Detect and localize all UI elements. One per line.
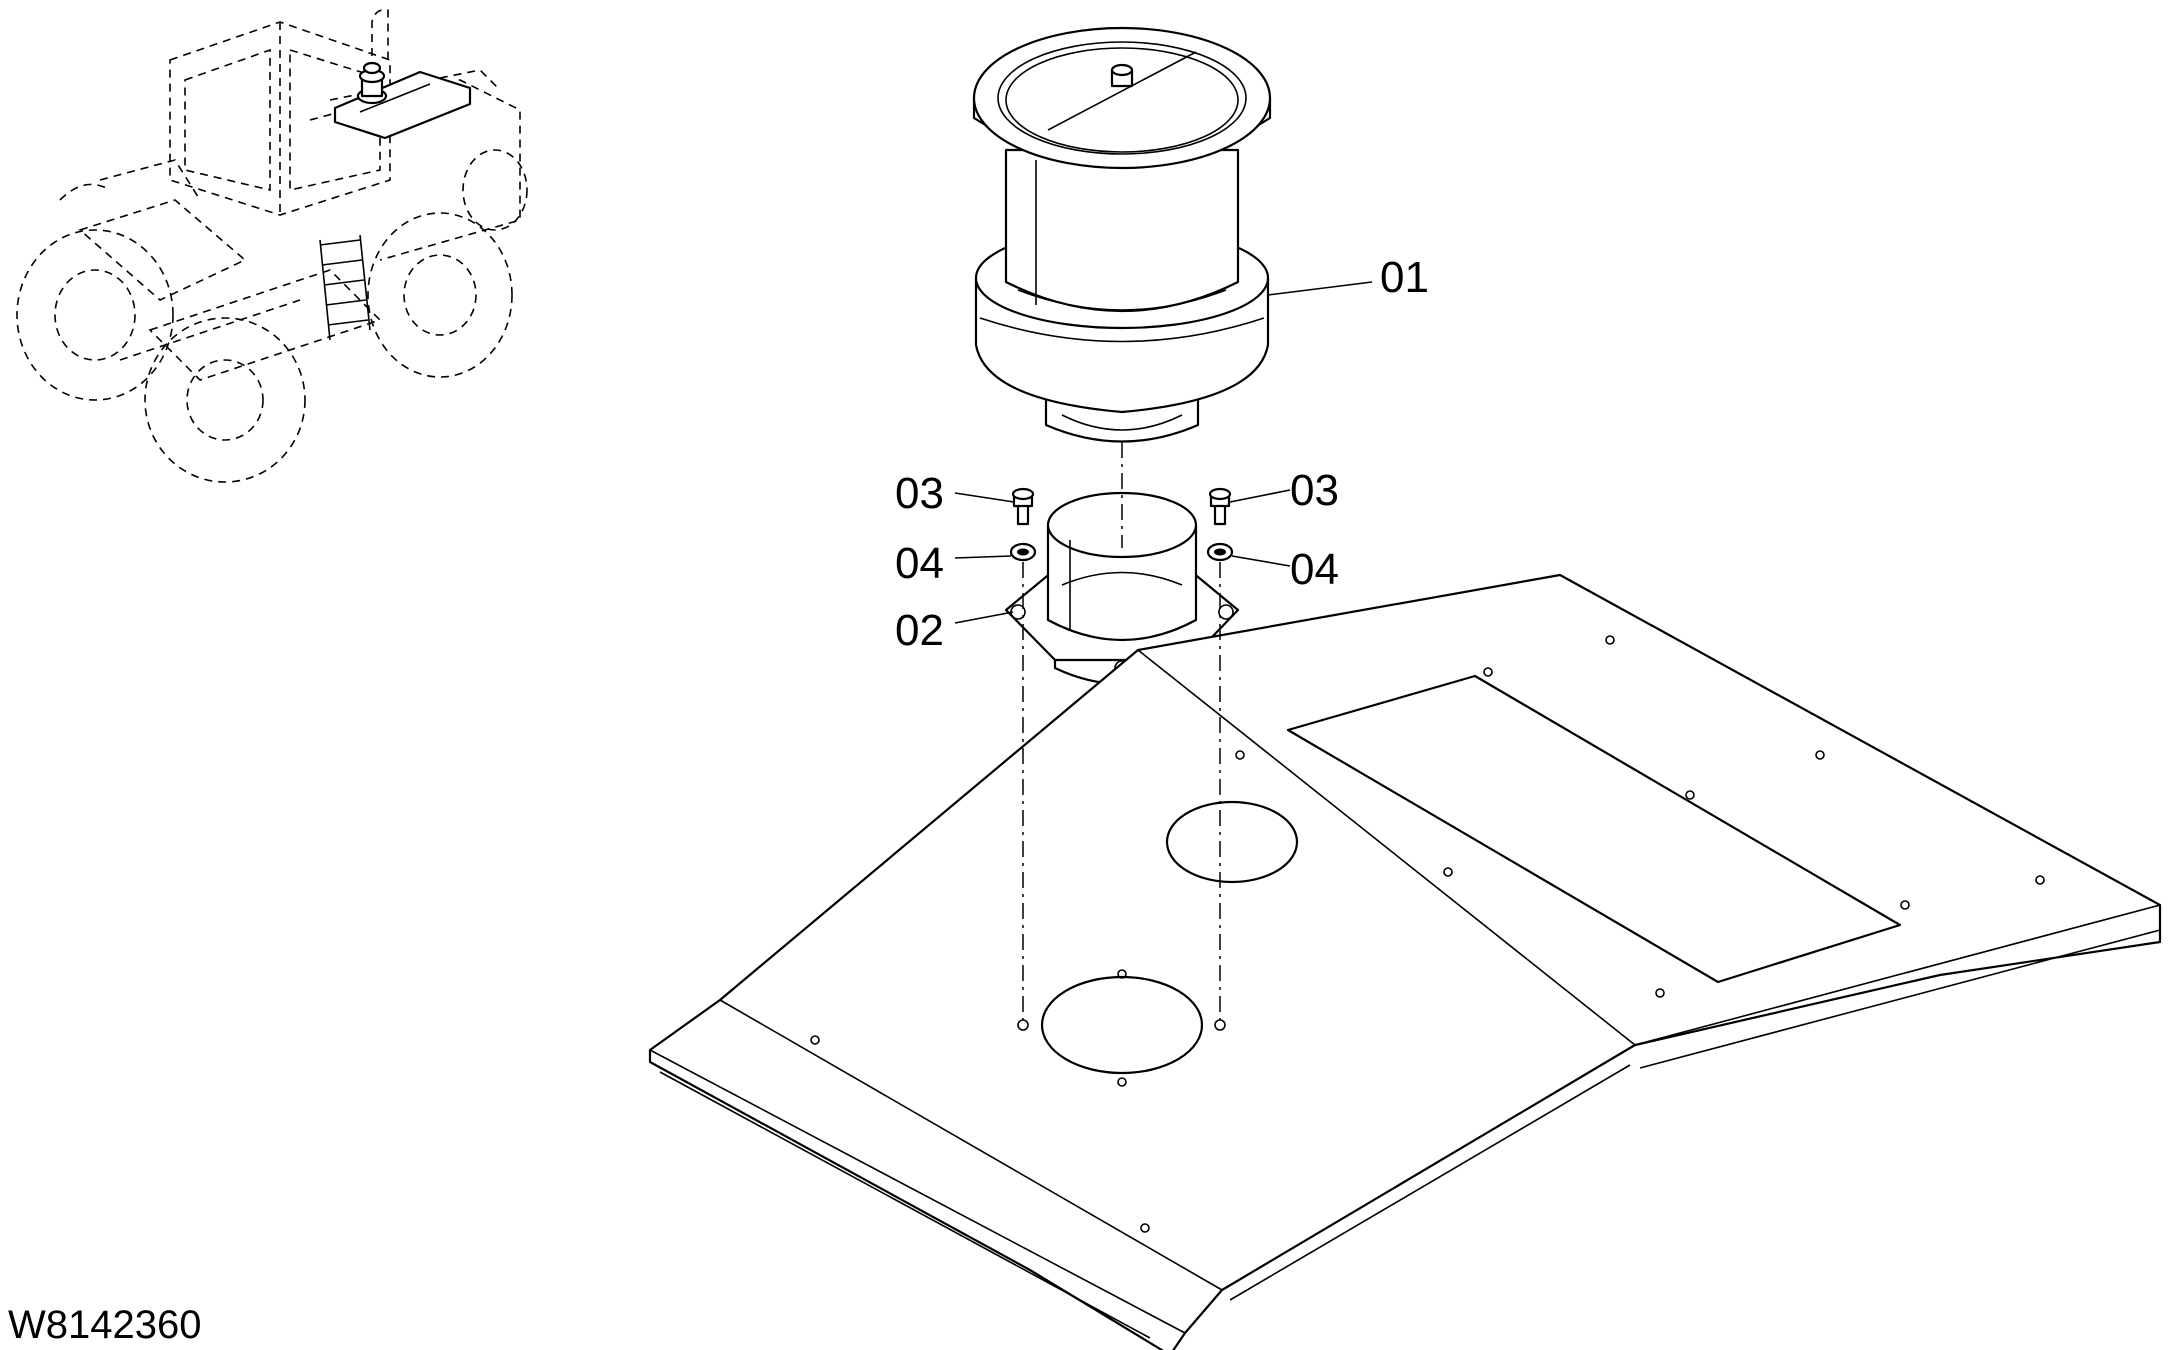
- callout-04-left-label: 04: [895, 539, 944, 588]
- callout-02-label: 02: [895, 606, 944, 655]
- leader-lines: [954, 281, 1373, 624]
- callout-03-left-label: 03: [895, 469, 944, 518]
- mounting-plate-part: [648, 573, 2162, 1350]
- callout-04-right-label: 04: [1290, 545, 1339, 594]
- machine-overview-illustration: [16, 8, 528, 483]
- callout-03-right-label: 03: [1290, 466, 1339, 515]
- washer-right-part: [1206, 542, 1234, 562]
- assembly-center-lines: [1022, 442, 1221, 1020]
- adapter-part: [1004, 491, 1240, 686]
- bolt-left-part: [1011, 487, 1035, 526]
- washer-left-part: [1009, 542, 1037, 562]
- callout-01-label: 01: [1380, 253, 1429, 302]
- drawing-code: W8142360: [8, 1303, 201, 1347]
- bolt-right-part: [1208, 487, 1232, 526]
- air-cleaner-part: [972, 26, 1272, 443]
